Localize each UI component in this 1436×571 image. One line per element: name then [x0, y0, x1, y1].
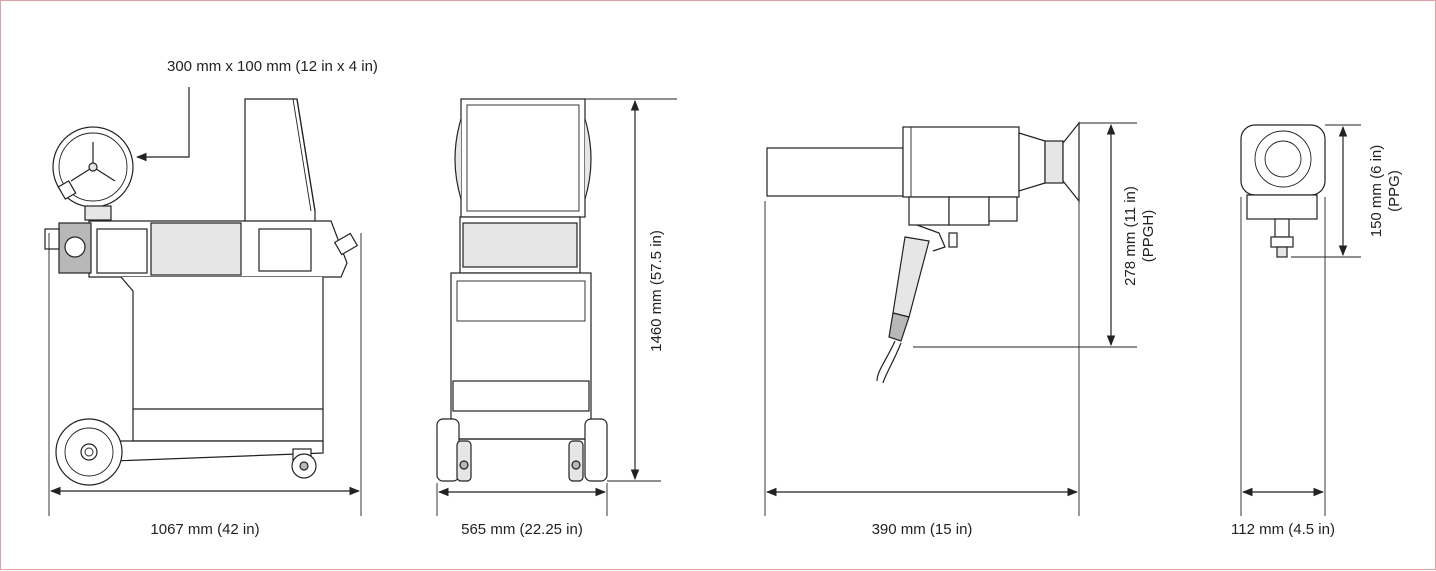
cart-length-label: 1067 mm (42 in) [150, 521, 259, 538]
cart-front-body [450, 272, 592, 440]
gun-height-label-line2: (PPGH) [1140, 210, 1157, 263]
torch-front-view [1240, 124, 1361, 516]
gun-body [902, 126, 1020, 198]
gun-height-label-line1: 278 mm (11 in) [1122, 186, 1139, 286]
cart-upper-housing [244, 98, 316, 224]
torch-housing [1240, 124, 1326, 196]
reel-callout-arrow [135, 87, 190, 162]
torch-height-label-line1: 150 mm (6 in) [1368, 145, 1385, 238]
gun-length-label: 390 mm (15 in) [872, 521, 973, 538]
cart-side-view [44, 87, 362, 516]
rear-wheel [55, 418, 123, 486]
wire-reel [52, 126, 134, 221]
gun-handle [892, 236, 930, 318]
cart-width-label: 565 mm (22.25 in) [461, 521, 583, 538]
gun-side-view [764, 121, 1137, 516]
cart-height-label: 1460 mm (57.5 in) [648, 230, 665, 352]
gun-barrel [766, 147, 904, 197]
torch-width-label: 112 mm (4.5 in) [1231, 521, 1335, 538]
torch-height-label-line2: (PPG) [1386, 170, 1403, 212]
front-caster [291, 448, 317, 479]
cart-front-housing [460, 98, 586, 218]
reel-size-label: 300 mm x 100 mm (12 in x 4 in) [167, 58, 378, 75]
cart-front-view [436, 98, 677, 516]
cart-body [120, 276, 324, 450]
front-wheels [436, 418, 608, 482]
